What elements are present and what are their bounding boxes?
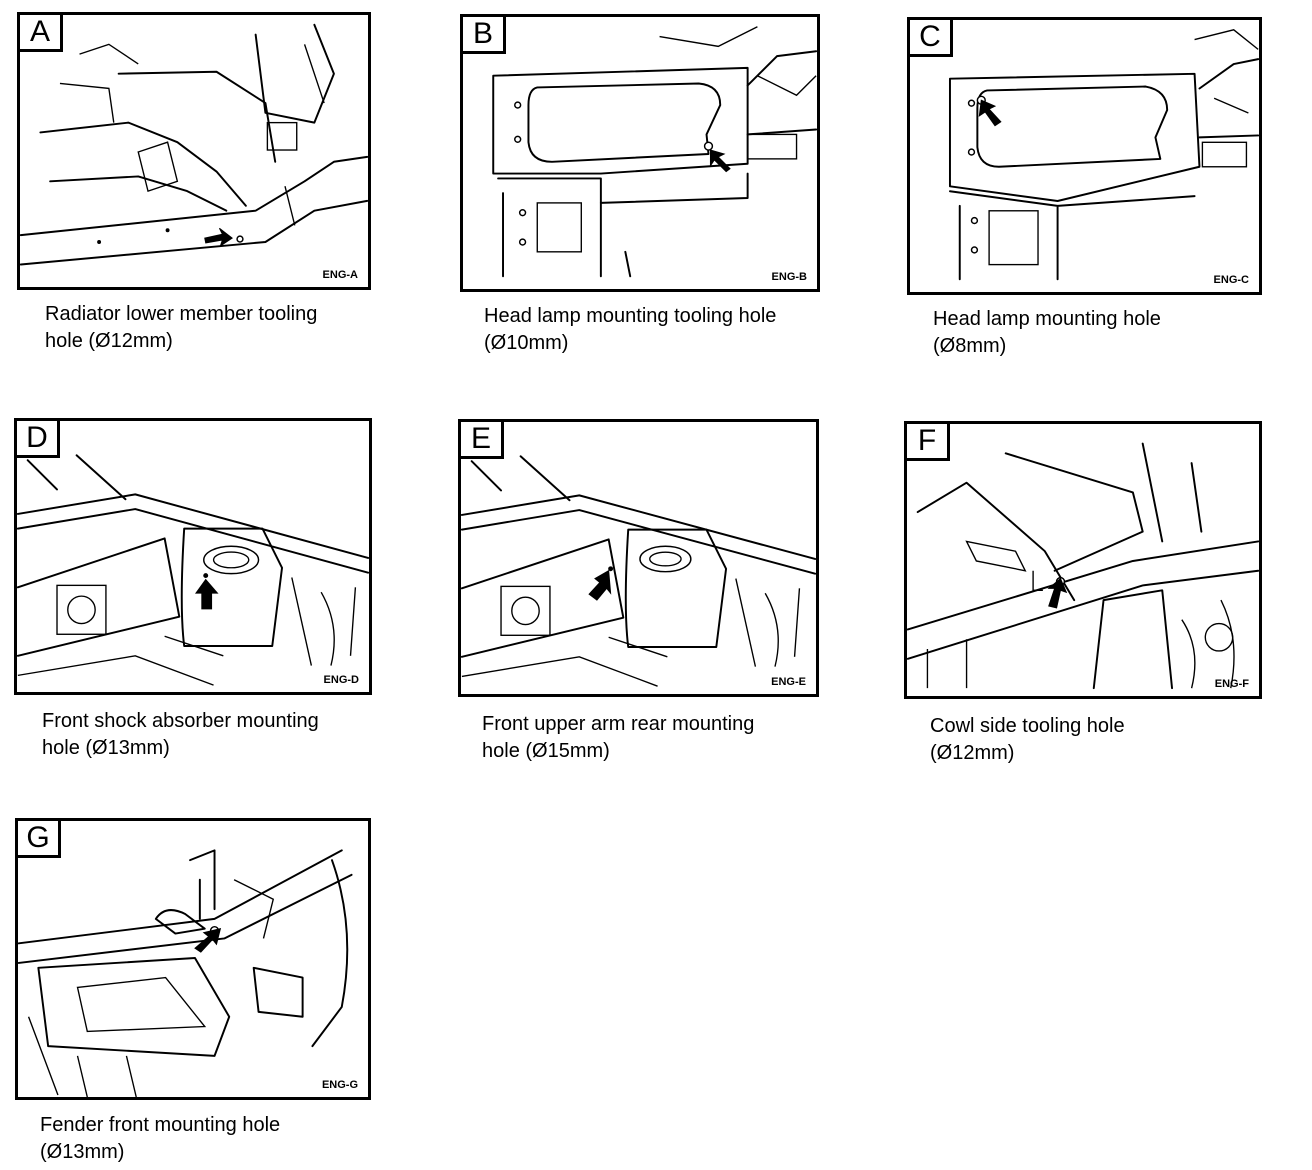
figure-a-letter: A bbox=[20, 15, 63, 52]
figure-g-code: ENG-G bbox=[321, 1079, 358, 1091]
figure-d-caption: Front shock absorber mounting hole (Ø13m… bbox=[42, 708, 442, 762]
figure-b-caption: Head lamp mounting tooling hole (Ø10mm) bbox=[484, 303, 884, 357]
figure-c-code: ENG-C bbox=[1213, 274, 1249, 286]
figure-a-illustration bbox=[20, 23, 368, 266]
figure-d-caption-line1: Front shock absorber mounting bbox=[42, 710, 319, 732]
figure-a-caption-line2: hole (Ø12mm) bbox=[45, 330, 173, 352]
figure-a-caption: Radiator lower member tooling hole (Ø12m… bbox=[45, 301, 445, 355]
figure-f-letter: F bbox=[907, 424, 950, 461]
figure-b-letter: B bbox=[463, 17, 506, 54]
figure-g-caption-line1: Fender front mounting hole bbox=[40, 1114, 281, 1136]
figure-b-caption-line2: (Ø10mm) bbox=[484, 332, 569, 354]
figure-a-panel: A ENG-A bbox=[17, 12, 371, 290]
figure-e-caption: Front upper arm rear mounting hole (Ø15m… bbox=[482, 711, 882, 765]
figure-c-panel: C ENG-C bbox=[907, 17, 1262, 295]
figure-f-caption-line1: Cowl side tooling hole bbox=[930, 715, 1125, 737]
figure-c-caption-line2: (Ø8mm) bbox=[933, 335, 1007, 357]
figure-d-illustration bbox=[17, 454, 369, 686]
figure-f-panel: F ENG-F bbox=[904, 421, 1262, 699]
figure-d-letter: D bbox=[17, 421, 60, 458]
figure-a-caption-line1: Radiator lower member tooling bbox=[45, 303, 318, 325]
figure-f-caption: Cowl side tooling hole (Ø12mm) bbox=[930, 713, 1312, 767]
figure-g-letter: G bbox=[18, 821, 61, 858]
figure-a-code: ENG-A bbox=[322, 269, 358, 281]
figure-g-caption: Fender front mounting hole (Ø13mm) bbox=[40, 1112, 440, 1166]
figure-f-code: ENG-F bbox=[1214, 678, 1249, 690]
figure-b-caption-line1: Head lamp mounting tooling hole bbox=[484, 305, 777, 327]
figure-f-caption-line2: (Ø12mm) bbox=[930, 742, 1015, 764]
figure-d-caption-line2: hole (Ø13mm) bbox=[42, 737, 170, 759]
figure-e-letter: E bbox=[461, 422, 504, 459]
figure-g-panel: G ENG-G bbox=[15, 818, 371, 1100]
figure-c-illustration bbox=[948, 29, 1259, 281]
figure-b-panel: B ENG-B bbox=[460, 14, 820, 292]
figure-d-panel: D ENG-D bbox=[14, 418, 372, 695]
figure-c-caption: Head lamp mounting hole (Ø8mm) bbox=[933, 306, 1312, 360]
figure-c-letter: C bbox=[910, 20, 953, 57]
figure-c-caption-line1: Head lamp mounting hole bbox=[933, 308, 1161, 330]
figure-g-illustration bbox=[18, 849, 353, 1097]
figure-b-code: ENG-B bbox=[771, 271, 807, 283]
figure-e-caption-line2: hole (Ø15mm) bbox=[482, 740, 610, 762]
figure-d-code: ENG-D bbox=[323, 674, 359, 686]
figure-g-caption-line2: (Ø13mm) bbox=[40, 1141, 125, 1163]
figure-e-caption-line1: Front upper arm rear mounting bbox=[482, 713, 755, 735]
figure-b-illustration bbox=[492, 26, 817, 278]
figure-f-illustration bbox=[907, 442, 1259, 690]
figure-e-code: ENG-E bbox=[771, 676, 806, 688]
figure-e-panel: E ENG-E bbox=[458, 419, 819, 697]
figure-e-illustration bbox=[461, 455, 816, 687]
